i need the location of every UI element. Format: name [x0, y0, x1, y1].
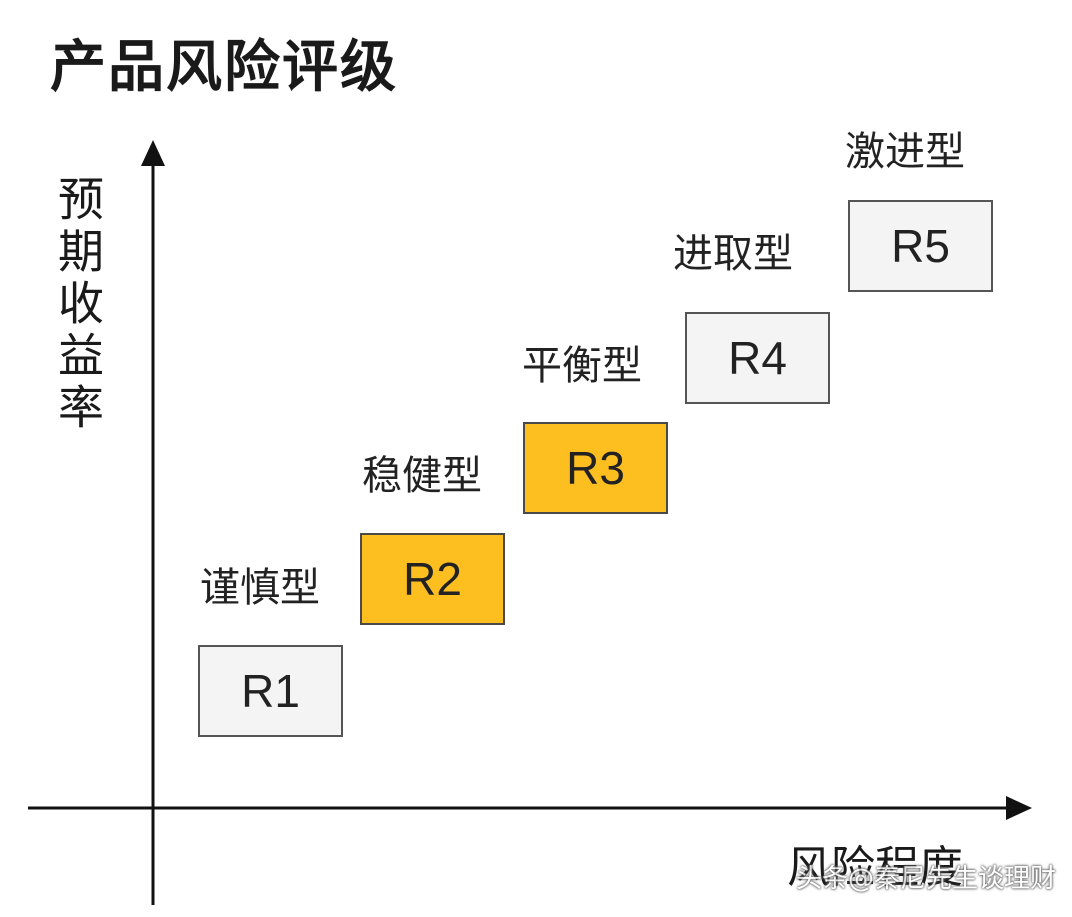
level-box-r2: R2	[360, 533, 505, 625]
x-axis-arrow	[1006, 796, 1032, 820]
level-box-r3: R3	[523, 422, 668, 514]
level-box-r5: R5	[848, 200, 993, 292]
y-axis-arrow	[141, 140, 165, 166]
chart-title: 产品风险评级	[50, 35, 398, 100]
level-box-r1: R1	[198, 645, 343, 737]
tier-label-steady: 稳健型	[362, 453, 482, 499]
level-code-r3: R3	[566, 442, 625, 494]
tier-label-aggressive: 进取型	[673, 231, 793, 277]
level-box-r4: R4	[685, 312, 830, 404]
level-code-r2: R2	[403, 553, 462, 605]
tier-label-balanced: 平衡型	[522, 343, 642, 389]
tier-label-radical: 激进型	[845, 129, 965, 175]
level-code-r5: R5	[891, 220, 950, 272]
level-code-r4: R4	[728, 332, 787, 384]
tier-label-cautious: 谨慎型	[200, 565, 320, 611]
y-axis-label: 预期收益率	[48, 175, 108, 445]
watermark: 头条@秦尼先生谈理财	[796, 864, 1057, 894]
x-axis-label: 风险程度	[787, 842, 963, 893]
level-code-r1: R1	[241, 665, 300, 717]
y-axis-label-text: 预期收益率	[51, 175, 105, 435]
